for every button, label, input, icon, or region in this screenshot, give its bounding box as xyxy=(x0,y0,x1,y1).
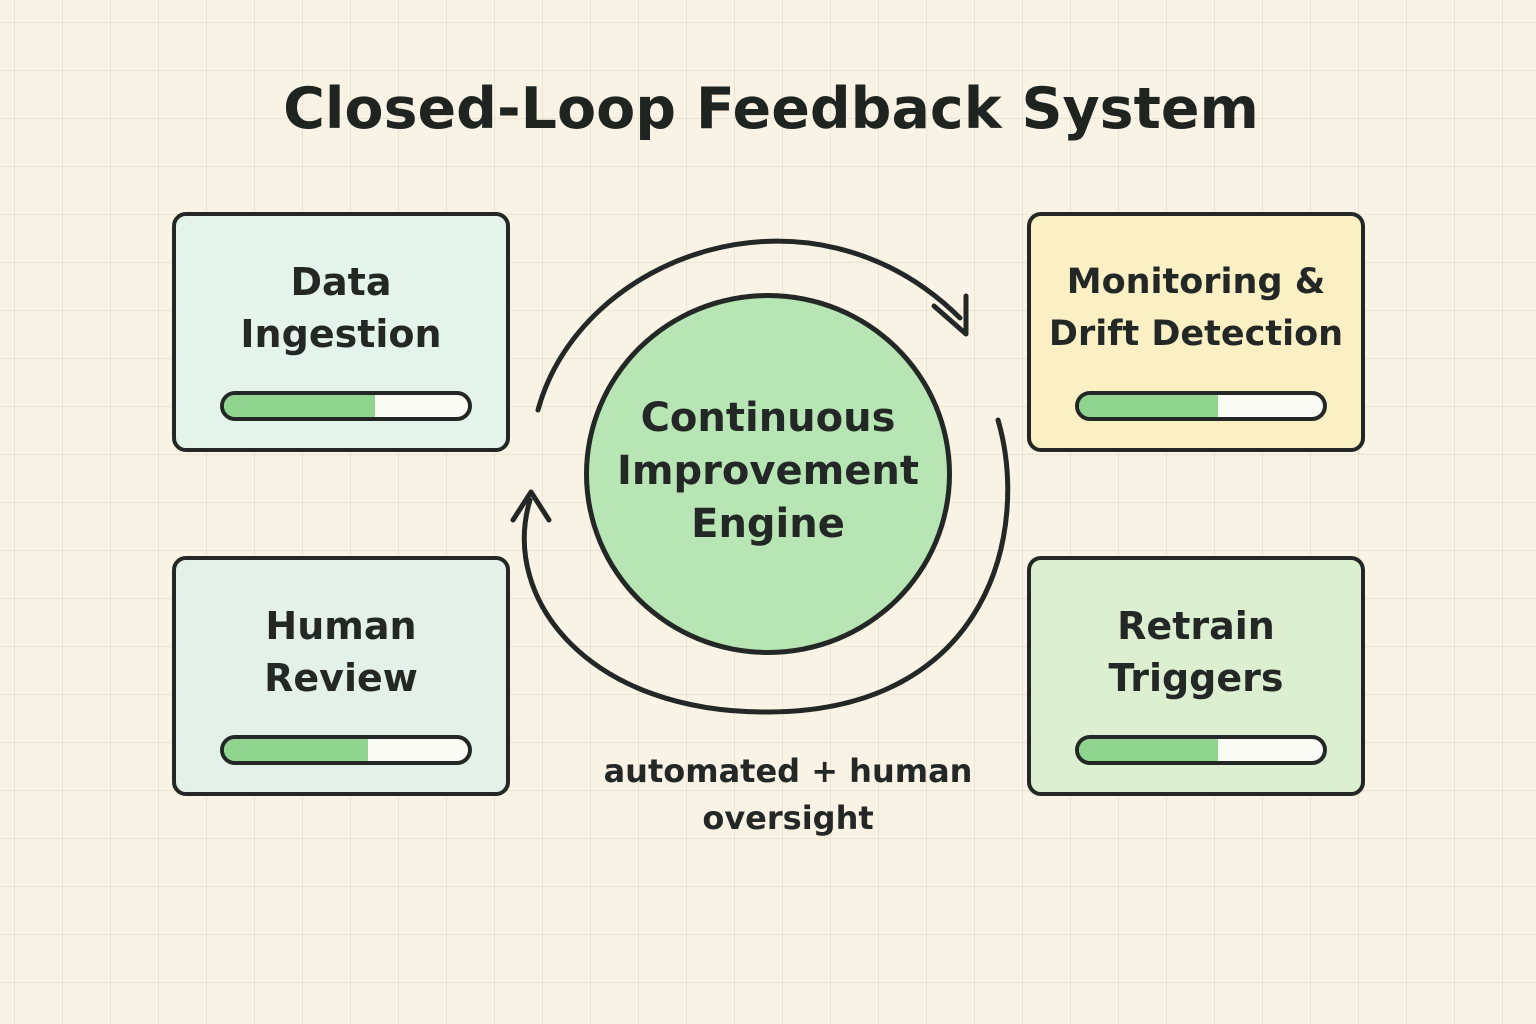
card-retrain-triggers: Retrain Triggers xyxy=(1027,556,1365,796)
progress-bar-monitoring-drift-detection xyxy=(1075,391,1327,421)
engine-label: Continuous Improvement Engine xyxy=(616,395,919,547)
progress-fill-human-review xyxy=(224,739,368,761)
upper-loop-arrow xyxy=(535,238,963,413)
progress-bar-data-ingestion xyxy=(220,391,472,421)
progress-bar-human-review xyxy=(220,735,472,765)
card-label-data-ingestion: Data Ingestion xyxy=(240,260,442,356)
diagram-title: Closed-Loop Feedback System xyxy=(283,76,1259,142)
lower-arrowhead xyxy=(510,489,552,523)
lower-loop-arrow xyxy=(521,417,1011,715)
card-label-monitoring-drift-detection: Monitoring & Drift Detection xyxy=(1048,262,1344,354)
upper-arrowhead xyxy=(931,293,969,337)
progress-fill-monitoring-drift-detection xyxy=(1079,395,1219,417)
progress-fill-data-ingestion xyxy=(224,395,376,417)
oversight-caption: automated + human oversight xyxy=(603,752,973,837)
card-label-human-review: Human Review xyxy=(264,604,418,700)
card-data-ingestion: Data Ingestion xyxy=(172,212,510,452)
card-monitoring-drift-detection: Monitoring & Drift Detection xyxy=(1027,212,1365,452)
continuous-improvement-engine: Continuous Improvement Engine xyxy=(584,293,952,655)
progress-bar-retrain-triggers xyxy=(1075,735,1327,765)
progress-fill-retrain-triggers xyxy=(1079,739,1219,761)
card-human-review: Human Review xyxy=(172,556,510,796)
card-label-retrain-triggers: Retrain Triggers xyxy=(1108,604,1284,700)
